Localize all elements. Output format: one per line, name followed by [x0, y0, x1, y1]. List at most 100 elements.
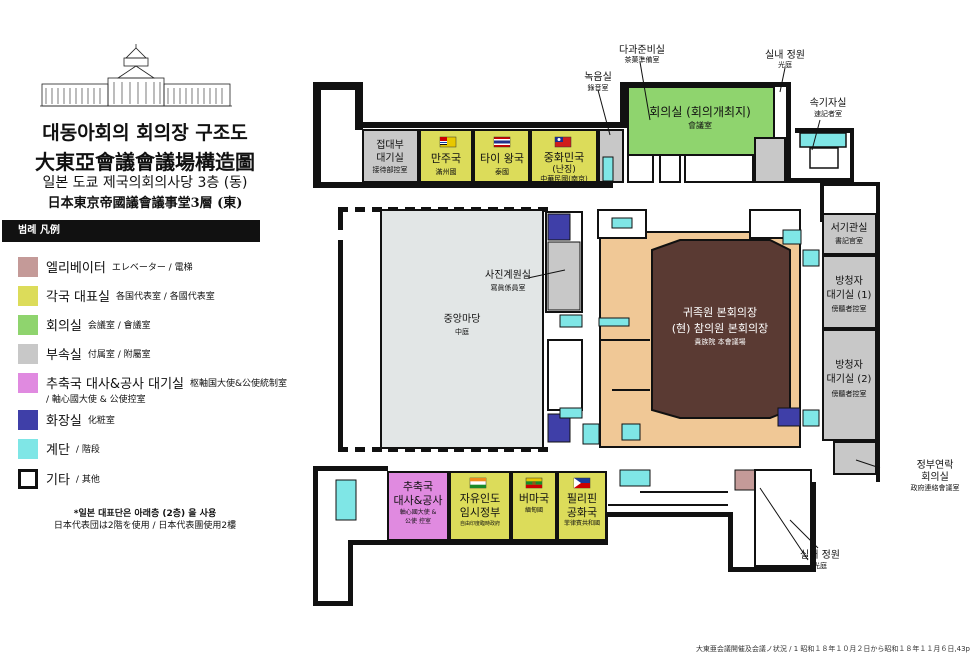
title-chinese: 大東亞會議會議場構造圖	[35, 150, 255, 174]
label-thailand-ko: 타이 왕국	[480, 152, 524, 165]
stairs-mid-left	[559, 314, 583, 328]
label-observer1-ko2: 대기실 (1)	[827, 289, 872, 301]
legend-swatch-delegation-room	[18, 286, 38, 306]
room-annex-top	[754, 137, 786, 183]
label-manchukuo-ko: 만주국	[431, 152, 461, 165]
label-garden-bottom-zh: 光庭	[813, 561, 827, 570]
room-stenography-small	[809, 147, 839, 169]
label-observer2-ko2: 대기실 (2)	[827, 373, 872, 385]
legend-swatch-axis-waiting-room	[18, 373, 38, 393]
label-reception-zh: 接待部控室	[373, 165, 408, 174]
flag-philippines	[573, 477, 591, 489]
stairs-top-mid	[602, 156, 614, 182]
source-footer: 大東亜会議開催及会議ノ状況 / 1 昭和１８年１０月２日から昭和１８年１１月６日…	[695, 645, 970, 653]
legend-item-elevator: 엘리베이터 エレベーター / 電梯	[18, 257, 193, 277]
label-tearoom-zh: 茶菓準備室	[625, 55, 660, 64]
room-corridor-top	[684, 154, 754, 183]
label-liaison-ko1: 정부연락	[917, 459, 954, 471]
label-reception-ko1: 접대부	[376, 139, 404, 151]
elevator-bottom	[734, 469, 756, 491]
legend-item-stairs: 계단 / 階段	[18, 439, 100, 459]
stairs-top-right	[799, 132, 847, 148]
room-mid-left-blank	[547, 339, 583, 411]
stairs-hall-bottom-left	[582, 423, 600, 445]
room-philippines	[557, 471, 607, 541]
label-chamber-ko1: 귀족원 본회의장	[683, 306, 757, 319]
legend-label: 부속실	[46, 348, 82, 363]
legend-item-axis-waiting-room: 추축국 대사&공사 대기실 枢軸国大使&公使統制室	[18, 373, 287, 393]
label-photo-ko: 사진계원실	[485, 269, 531, 281]
label-recording-zh: 錄音室	[588, 83, 609, 92]
stairs-mid-left-2	[559, 407, 583, 419]
legend-label: 엘리베이터	[46, 261, 106, 276]
legend-item-annex-room: 부속실 付属室 / 附屬室	[18, 344, 151, 364]
stairs-bottom-mid	[619, 469, 651, 487]
leader-lines	[527, 61, 881, 549]
walls-right	[820, 182, 880, 482]
stairs-hall-top-left	[611, 217, 633, 229]
legend-swatch-other	[18, 469, 38, 489]
label-conference-zh: 會議室	[688, 120, 712, 130]
label-liaison-ko2: 회의실	[921, 471, 949, 483]
legend-sublabel: 枢軸国大使&公使統制室	[190, 379, 288, 389]
stairs-right-2	[802, 409, 820, 427]
legend-label: 회의실	[46, 319, 82, 334]
room-conference	[627, 86, 775, 156]
stairs-hall-mid	[598, 317, 630, 327]
stairs-bottom-left	[335, 479, 357, 521]
stairs-right-1	[802, 249, 820, 267]
label-china-zh: 中華民國(南京)	[540, 174, 588, 183]
restroom-mid-bottom	[547, 413, 571, 443]
label-secretary-ko: 서기관실	[831, 222, 868, 234]
label-manchukuo-zh: 滿州國	[436, 167, 457, 176]
walls-bottom	[313, 466, 816, 606]
legend-label: 화장실	[46, 414, 82, 429]
legend-label: 계단	[46, 443, 70, 458]
label-observer1-zh: 傍聽者控室	[832, 304, 867, 313]
label-observer2-ko1: 방청자	[835, 359, 863, 371]
label-garden-bottom-ko: 실내 정원	[800, 549, 840, 561]
label-axis-ko1: 추축국	[403, 480, 433, 493]
label-liaison-zh: 政府連絡會議室	[911, 483, 960, 492]
label-courtyard-ko: 중앙마당	[444, 313, 481, 325]
legend-sublabel: 会議室 / 會議室	[87, 321, 151, 331]
restroom-hall-right	[777, 407, 801, 427]
label-conference-ko: 회의실 (회의개최지)	[649, 105, 751, 119]
flag-free-india	[469, 477, 487, 489]
legend-item-other: 기타 / 其他	[18, 469, 100, 489]
label-thailand-zh: 泰國	[495, 167, 509, 176]
label-india-ko2: 임시정부	[460, 506, 500, 519]
stairs-hall-bottom	[621, 423, 641, 441]
central-courtyard	[380, 209, 544, 449]
legend-label: 추축국 대사&공사 대기실	[46, 377, 185, 392]
label-secretary-zh: 書記官室	[835, 236, 863, 245]
legend-heading: 범례 凡例	[2, 220, 260, 242]
legend-item-restroom: 화장실 化粧室	[18, 410, 115, 430]
note-korean: *일본 대표단은 아래층 (2층) 을 사용	[73, 509, 217, 519]
label-garden-top-zh: 光庭	[778, 60, 792, 69]
legend-swatch-annex-room	[18, 344, 38, 364]
legend-sublabel: / 其他	[75, 475, 100, 485]
label-philippines-zh: 菲律賓共和國	[564, 519, 600, 527]
label-india-zh: 自由印度臨時政府	[460, 520, 500, 527]
label-garden-top-ko: 실내 정원	[765, 49, 805, 61]
room-observer-1	[822, 255, 877, 329]
legend-swatch-conference-room	[18, 315, 38, 335]
legend-item-conference-room: 회의실 会議室 / 會議室	[18, 315, 151, 335]
stairs-hall-right	[782, 229, 802, 245]
label-philippines-ko2: 공화국	[567, 506, 597, 519]
legend-label: 각국 대표실	[46, 290, 110, 305]
room-reception-waiting	[362, 129, 419, 183]
room-observer-2	[822, 329, 877, 441]
walls-top	[313, 82, 854, 188]
label-philippines-ko1: 필리핀	[567, 492, 597, 505]
legend-label: 기타	[46, 473, 70, 488]
label-china-ko2: (난징)	[552, 164, 576, 175]
legend-sublabel: 各国代表室 / 各國代表室	[115, 292, 215, 302]
label-courtyard-zh: 中庭	[455, 327, 469, 336]
note-japanese: 日本代表団は2階を使用 / 日本代表團使用2樓	[53, 521, 237, 531]
subtitle-chinese: 日本東京帝國議會議事堂3層 (東)	[47, 196, 243, 211]
room-tea-prep	[627, 154, 654, 183]
label-china-ko1: 중화민국	[544, 151, 584, 164]
